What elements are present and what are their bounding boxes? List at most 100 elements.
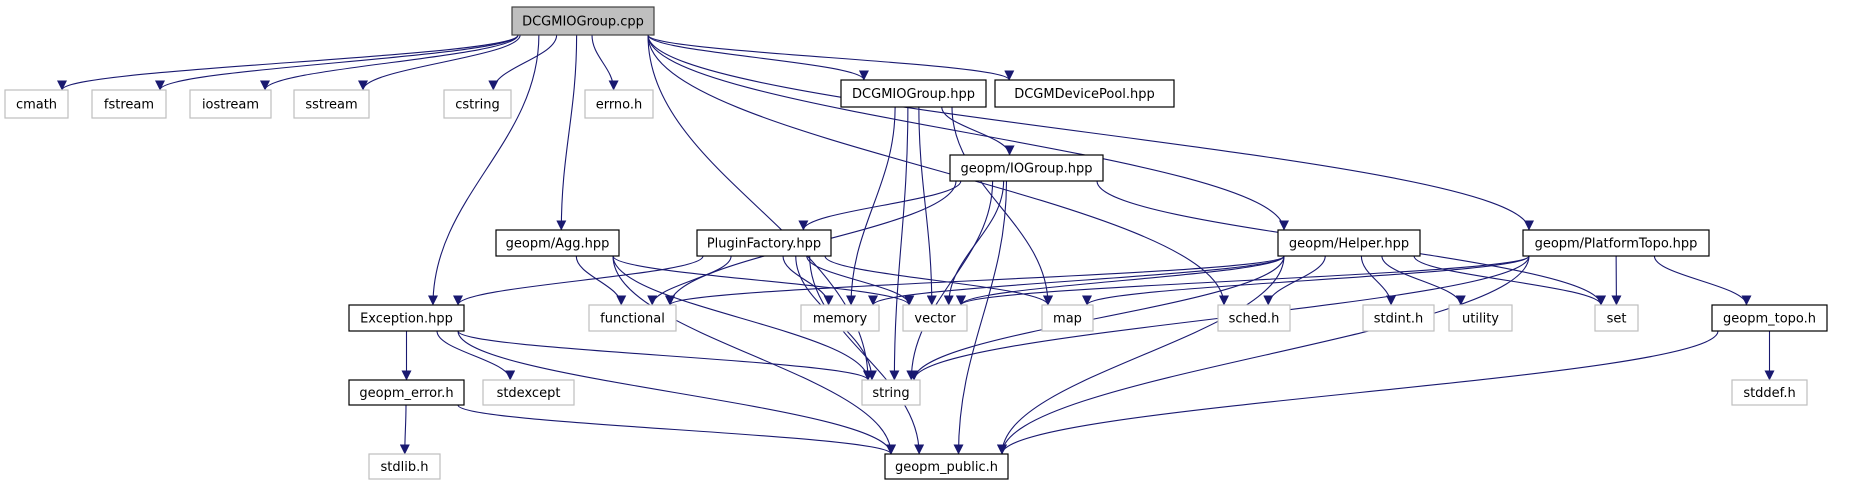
node-label: utility	[1462, 312, 1499, 327]
edge-pluginfactory-hpp-to-map	[824, 255, 1053, 306]
node-iostream: iostream	[189, 89, 272, 119]
node-box	[1277, 229, 1421, 257]
node-cstring: cstring	[443, 89, 512, 119]
node-map: map	[1041, 304, 1094, 332]
node-pluginfactory-hpp[interactable]: PluginFactory.hpp	[696, 229, 832, 257]
edge-dcgmiogroup-hpp-to-vector	[918, 106, 937, 306]
edge-geopm-error-h-to-geopm-public-h	[457, 404, 896, 455]
node-geopm-public-h[interactable]: geopm_public.h	[884, 453, 1009, 480]
node-geopm-platformtopo-hpp[interactable]: geopm/PlatformTopo.hpp	[1522, 229, 1710, 257]
node-box	[443, 89, 512, 119]
edge-geopm-helper-hpp-to-utility	[1381, 255, 1466, 306]
edge-geopm-platformtopo-hpp-to-geopm-public-h	[997, 255, 1530, 455]
node-label: DCGMDevicePool.hpp	[1014, 87, 1155, 102]
edge-dcgmiogroup-hpp-to-memory	[846, 106, 896, 306]
edge-dcgmiogroup-cpp-to-dcgmdevicepool-hpp	[647, 34, 1015, 81]
edge-geopm-error-h-to-stdlib-h	[399, 404, 410, 455]
edge-geopm-helper-hpp-to-vector	[956, 255, 1285, 306]
node-label: stdlib.h	[381, 460, 429, 475]
node-label: fstream	[104, 98, 154, 113]
edge-dcgmiogroup-hpp-to-geopm-iogroup-hpp	[941, 106, 1015, 156]
node-label: stdint.h	[1374, 312, 1423, 327]
node-utility: utility	[1448, 304, 1513, 332]
node-stdexcept: stdexcept	[482, 379, 575, 406]
node-box	[800, 304, 880, 332]
node-box	[588, 304, 677, 332]
edge-dcgmiogroup-cpp-to-sched-h	[647, 34, 1229, 306]
node-functional: functional	[588, 304, 677, 332]
edge-geopm-agg-hpp-to-vector	[612, 255, 914, 306]
node-geopm-topo-h[interactable]: geopm_topo.h	[1711, 304, 1828, 332]
node-dcgmiogroup-hpp[interactable]: DCGMIOGroup.hpp	[840, 79, 987, 108]
edge-geopm-helper-hpp-to-functional	[665, 255, 1285, 306]
node-sched-h: sched.h	[1217, 304, 1291, 332]
node-vector: vector	[902, 304, 968, 332]
node-box	[949, 154, 1104, 182]
node-label: set	[1607, 312, 1627, 327]
node-stdint-h: stdint.h	[1362, 304, 1435, 332]
node-box	[1731, 379, 1808, 406]
node-exception-hpp[interactable]: Exception.hpp	[348, 304, 465, 332]
nodes-layer: DCGMIOGroup.cpp cmath fstream iostream sstre…	[4, 6, 1828, 480]
node-label: DCGMIOGroup.hpp	[852, 87, 975, 102]
node-label: stddef.h	[1743, 386, 1795, 401]
edge-geopm-helper-hpp-to-string	[909, 255, 1285, 381]
node-box	[902, 304, 968, 332]
node-geopm-iogroup-hpp[interactable]: geopm/IOGroup.hpp	[949, 154, 1104, 182]
edge-pluginfactory-hpp-to-geopm-public-h	[809, 255, 925, 455]
edge-geopm-agg-hpp-to-functional	[575, 255, 627, 306]
node-geopm-error-h[interactable]: geopm_error.h	[348, 379, 465, 406]
node-box	[1594, 304, 1639, 332]
node-memory: memory	[800, 304, 880, 332]
edge-dcgmiogroup-hpp-to-map	[951, 106, 1053, 306]
node-box	[1041, 304, 1094, 332]
edge-dcgmiogroup-cpp-to-fstream	[155, 34, 519, 91]
edge-pluginfactory-hpp-to-memory	[782, 255, 834, 306]
node-geopm-helper-hpp[interactable]: geopm/Helper.hpp	[1277, 229, 1421, 257]
edge-dcgmiogroup-cpp-to-exception-hpp	[427, 34, 540, 306]
node-box	[4, 89, 69, 119]
node-label: stdexcept	[497, 386, 561, 401]
node-label: geopm/PlatformTopo.hpp	[1535, 237, 1698, 252]
node-geopm-agg-hpp[interactable]: geopm/Agg.hpp	[495, 229, 620, 257]
node-box	[482, 379, 575, 406]
edge-geopm-agg-hpp-to-geopm-public-h	[612, 255, 896, 455]
node-cmath: cmath	[4, 89, 69, 119]
node-label: functional	[600, 312, 665, 327]
node-box	[368, 453, 441, 480]
edge-geopm-platformtopo-hpp-to-geopm-topo-h	[1653, 255, 1752, 306]
edge-geopm-helper-hpp-to-geopm-public-h	[997, 255, 1285, 455]
node-fstream: fstream	[91, 89, 167, 119]
node-dcgmiogroup-cpp[interactable]: DCGMIOGroup.cpp	[511, 6, 655, 36]
node-box	[994, 79, 1175, 108]
edge-geopm-helper-hpp-to-stdint-h	[1360, 255, 1397, 306]
node-box	[348, 304, 465, 332]
node-box	[495, 229, 620, 257]
node-label: geopm_error.h	[359, 386, 453, 401]
node-stdlib-h: stdlib.h	[368, 453, 441, 480]
node-sstream: sstream	[293, 89, 370, 119]
edge-dcgmiogroup-cpp-to-cstring	[488, 34, 558, 91]
edge-geopm-helper-hpp-to-set	[1413, 255, 1606, 306]
node-label: geopm/IOGroup.hpp	[960, 162, 1092, 177]
node-label: DCGMIOGroup.cpp	[522, 15, 644, 30]
node-set: set	[1594, 304, 1639, 332]
edge-pluginfactory-hpp-to-vector	[806, 255, 915, 306]
node-box	[348, 379, 465, 406]
edge-geopm-iogroup-hpp-to-vector	[943, 180, 1005, 306]
node-dcgmdevicepool-hpp[interactable]: DCGMDevicePool.hpp	[994, 79, 1175, 108]
edge-dcgmiogroup-cpp-to-sstream	[358, 34, 521, 91]
node-box	[1217, 304, 1291, 332]
node-errno-h: errno.h	[584, 89, 654, 119]
node-box	[91, 89, 167, 119]
edge-dcgmiogroup-cpp-to-geopm-platformtopo-hpp	[647, 34, 1534, 231]
edge-dcgmiogroup-cpp-to-geopm-helper-hpp	[647, 34, 1289, 231]
node-box	[1711, 304, 1828, 332]
edge-exception-hpp-to-string	[457, 330, 873, 381]
node-label: sstream	[305, 98, 357, 113]
node-label: cmath	[16, 98, 57, 113]
node-box	[1522, 229, 1710, 257]
edge-geopm-iogroup-hpp-to-geopm-public-h	[953, 180, 1008, 455]
node-label: geopm_topo.h	[1723, 312, 1816, 327]
